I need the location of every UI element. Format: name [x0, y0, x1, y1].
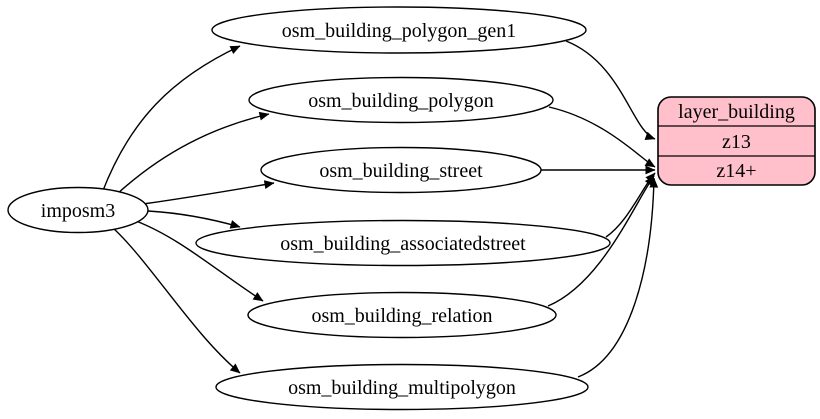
node-layer_building: layer_building z13 z14+	[657, 96, 816, 186]
edge-imposm3-osm_building_polygon	[115, 111, 270, 196]
node-osm_building_associatedstreet-shape	[195, 219, 611, 267]
edge-osm_building_associatedstreet-z14	[605, 172, 656, 238]
edge-imposm3-osm_building_multipolygon	[112, 227, 241, 374]
edge-osm_building_polygon_gen1-z13	[565, 40, 656, 141]
node-osm_building_multipolygon-shape	[215, 363, 589, 411]
edge-osm_building_polygon-z14	[548, 106, 656, 168]
edges-to-layer	[541, 40, 659, 378]
node-osm_building_polygon-shape	[248, 76, 554, 124]
layer-building-row-z14plus: z14+	[716, 160, 756, 182]
edge-imposm3-osm_building_associatedstreet	[147, 210, 241, 229]
node-osm_building_street: osm_building_street	[260, 146, 542, 194]
layer-building-box	[657, 96, 816, 186]
node-imposm3-shape	[7, 186, 149, 234]
node-osm_building_polygon_gen1: osm_building_polygon_gen1	[211, 6, 587, 54]
edges-from-source	[101, 45, 275, 374]
layer-building-row-z13: z13	[722, 131, 751, 153]
edge-osm_building_relation-z14	[547, 175, 655, 307]
edge-osm_building_multipolygon-z14	[577, 177, 659, 378]
node-osm_building_polygon_gen1-label: osm_building_polygon_gen1	[282, 20, 516, 42]
layer-building-title: layer_building	[678, 101, 795, 123]
node-osm_building_relation-shape	[247, 291, 557, 339]
node-osm_building_associatedstreet-label: osm_building_associatedstreet	[280, 233, 526, 255]
node-osm_building_multipolygon-label: osm_building_multipolygon	[288, 377, 516, 399]
node-osm_building_relation-label: osm_building_relation	[311, 305, 492, 327]
node-osm_building_polygon-label: osm_building_polygon	[308, 90, 494, 112]
edge-imposm3-osm_building_relation	[135, 220, 264, 302]
node-osm_building_polygon: osm_building_polygon	[248, 76, 554, 124]
node-osm_building_polygon_gen1-shape	[211, 6, 587, 54]
node-osm_building_relation: osm_building_relation	[247, 291, 557, 339]
node-osm_building_multipolygon: osm_building_multipolygon	[215, 363, 589, 411]
node-osm_building_street-shape	[260, 146, 542, 194]
node-osm_building_associatedstreet: osm_building_associatedstreet	[195, 219, 611, 267]
node-osm_building_street-label: osm_building_street	[319, 160, 483, 182]
edge-imposm3-osm_building_polygon_gen1	[101, 45, 241, 194]
node-imposm3-label: imposm3	[41, 200, 115, 222]
edge-imposm3-osm_building_street	[142, 180, 275, 205]
node-imposm3: imposm3	[7, 186, 149, 234]
